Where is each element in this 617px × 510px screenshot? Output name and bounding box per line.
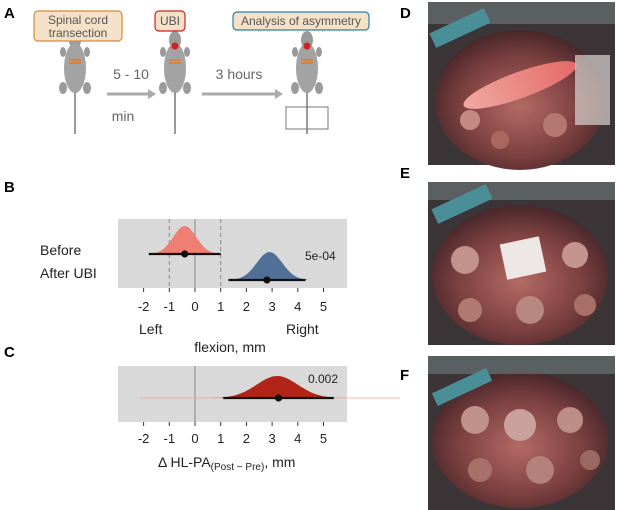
panel-a: Spinal cord transection UBI Analysis of … [33,10,370,135]
plot-c [140,366,400,422]
panel-letter-c: C [4,344,15,361]
b-axis-tick-label: 1 [217,299,224,314]
panel-letter-d: D [400,5,411,22]
side-left-label: Left [139,321,162,337]
c-axis-tick-label: 2 [243,431,250,446]
b-axis-tick-label: 4 [294,299,301,314]
point-estimate-before [181,250,189,258]
panel-letter-b: B [4,179,15,196]
panel-c: -2 -1 0 1 2 3 4 5 0.002 Δ HL-PA(Post − Pre), mm [118,366,400,473]
photo-e [428,182,615,345]
b-axis-tick-label: 2 [243,299,250,314]
hindlimb-box [285,106,329,130]
ubi-label: UBI [160,14,180,28]
photo-d [428,2,615,170]
xlabel-b: flexion, mm [194,339,266,355]
b-axis-tick-label: -2 [138,299,150,314]
panel-letter-e: E [400,165,410,182]
analysis-label: Analysis of asymmetry [241,14,361,28]
b-axis-tick-label: -1 [164,299,176,314]
transection-label-1: Spinal cord [48,13,108,27]
xlabel-c-suffix: , mm [264,454,295,470]
ubi-box [154,10,186,32]
panel-letter-f: F [400,367,409,384]
arrow-1 [107,89,156,99]
row-label-before: Before [40,242,81,258]
pvalue-b: 5e-04 [305,249,336,263]
rat-1 [58,30,92,135]
plot-b [148,219,309,288]
c-axis-tick-label: 0 [191,431,198,446]
transection-label-2: transection [49,26,108,40]
ubi-marker [171,42,179,50]
analysis-box [232,11,370,31]
arrow-1-bottom-label: min [112,108,135,124]
panel-letter-a: A [4,5,15,22]
b-axis-tick-label: 3 [268,299,275,314]
c-axis-tick-label: 4 [294,431,301,446]
arrow-2-top-label: 3 hours [216,66,263,82]
plot-c-ticks: -2 -1 0 1 2 3 4 5 [138,422,327,446]
arrow-2 [202,89,283,99]
density-after-ubi [230,252,309,280]
c-axis-tick-label: 5 [320,431,327,446]
c-axis-tick-label: 1 [217,431,224,446]
panel-b: -2 -1 0 1 2 3 4 5 Before After UBI 5e-04 Left R… [40,219,347,355]
c-axis-tick-label: -1 [164,431,176,446]
b-axis-tick-label: 0 [191,299,198,314]
arrow-1-top-label: 5 - 10 [113,66,149,82]
xlabel-c-sub: (Post − Pre) [211,462,265,473]
point-estimate-after-ubi [263,276,271,284]
xlabel-c: Δ HL-PA(Post − Pre), mm [158,454,295,473]
b-axis-tick-label: 5 [320,299,327,314]
photo-f [428,356,615,510]
point-estimate-delta [274,394,283,402]
c-axis-tick-label: -2 [138,431,150,446]
side-right-label: Right [286,321,319,337]
c-axis-tick-label: 3 [268,431,275,446]
xlabel-c-prefix: Δ HL-PA [158,454,211,470]
row-label-after: After UBI [40,265,97,281]
transection-box [33,10,123,42]
ubi-marker-2 [303,42,311,50]
density-delta [211,376,344,398]
density-before [150,226,220,254]
plot-b-ticks: -2 -1 0 1 2 3 4 5 [138,288,327,314]
pvalue-c: 0.002 [308,372,338,386]
